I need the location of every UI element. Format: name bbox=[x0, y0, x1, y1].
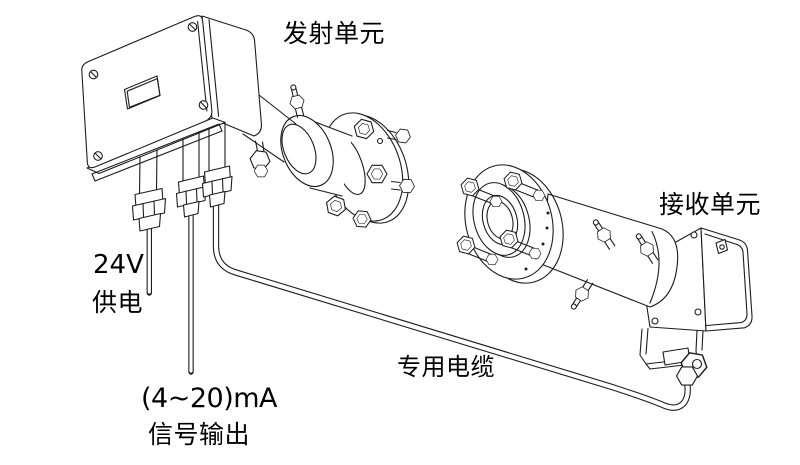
cable-gland-24v bbox=[131, 149, 167, 232]
flange-plug-fitting bbox=[386, 128, 416, 194]
corner-screw-icon bbox=[88, 22, 209, 161]
transmitter-enclosure bbox=[81, 15, 262, 182]
purge-fitting-icon bbox=[286, 83, 308, 118]
signal-output-label-line2: 信号输出 bbox=[148, 420, 251, 449]
power-supply-label-line2: 供电 bbox=[92, 288, 144, 317]
receiver-optics-cylinder bbox=[535, 193, 679, 313]
tube-nut-fitting bbox=[248, 140, 272, 178]
cable-gland-signal bbox=[175, 131, 207, 218]
receiver-cable-gland bbox=[639, 327, 710, 386]
transmitter-unit-label: 发射单元 bbox=[283, 19, 386, 48]
receiver-unit-label: 接收单元 bbox=[659, 190, 762, 219]
power-supply-label-line1: 24V bbox=[93, 250, 144, 280]
transmitter-flange bbox=[242, 83, 416, 234]
mounting-tab bbox=[715, 238, 729, 255]
receiver-flange bbox=[452, 164, 564, 284]
dedicated-cable bbox=[212, 199, 691, 411]
mounting-rail bbox=[91, 123, 223, 182]
signal-output-label-line1: (4~20)mA bbox=[141, 383, 278, 414]
display-window bbox=[123, 75, 161, 110]
dedicated-cable-label: 专用电缆 bbox=[397, 353, 495, 381]
cable-gland-dedicated bbox=[201, 121, 233, 208]
